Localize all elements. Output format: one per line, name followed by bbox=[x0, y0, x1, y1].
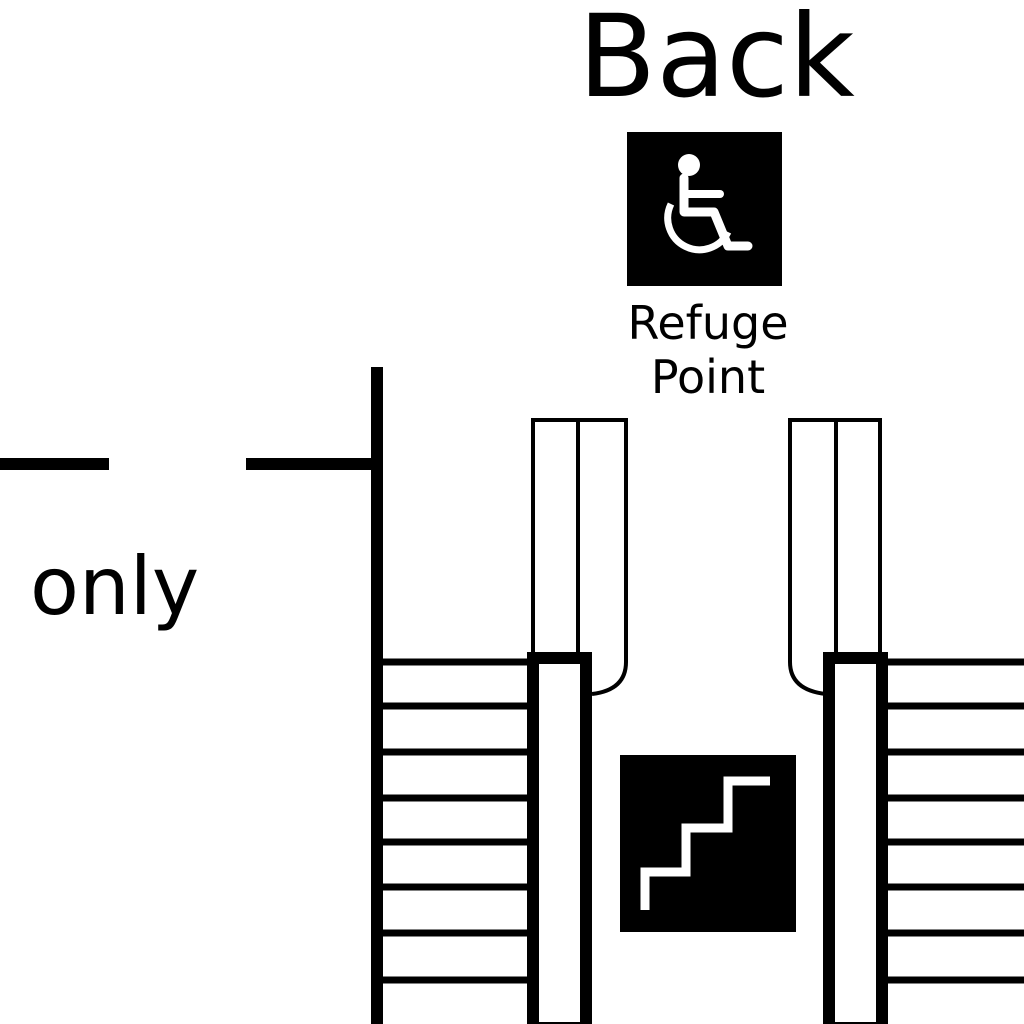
left-stair-flight bbox=[383, 652, 592, 1024]
refuge-label-line1: Refuge bbox=[627, 296, 788, 350]
right-handrail bbox=[788, 418, 882, 696]
wheelchair-icon bbox=[627, 132, 782, 286]
left-handrail bbox=[531, 418, 628, 696]
left-wall bbox=[0, 367, 383, 1024]
side-label: only bbox=[30, 540, 199, 633]
refuge-label-line2: Point bbox=[651, 350, 765, 404]
right-stair-flight bbox=[823, 652, 1024, 1024]
stairs-icon bbox=[620, 755, 796, 932]
plan-title: Back bbox=[578, 0, 855, 123]
